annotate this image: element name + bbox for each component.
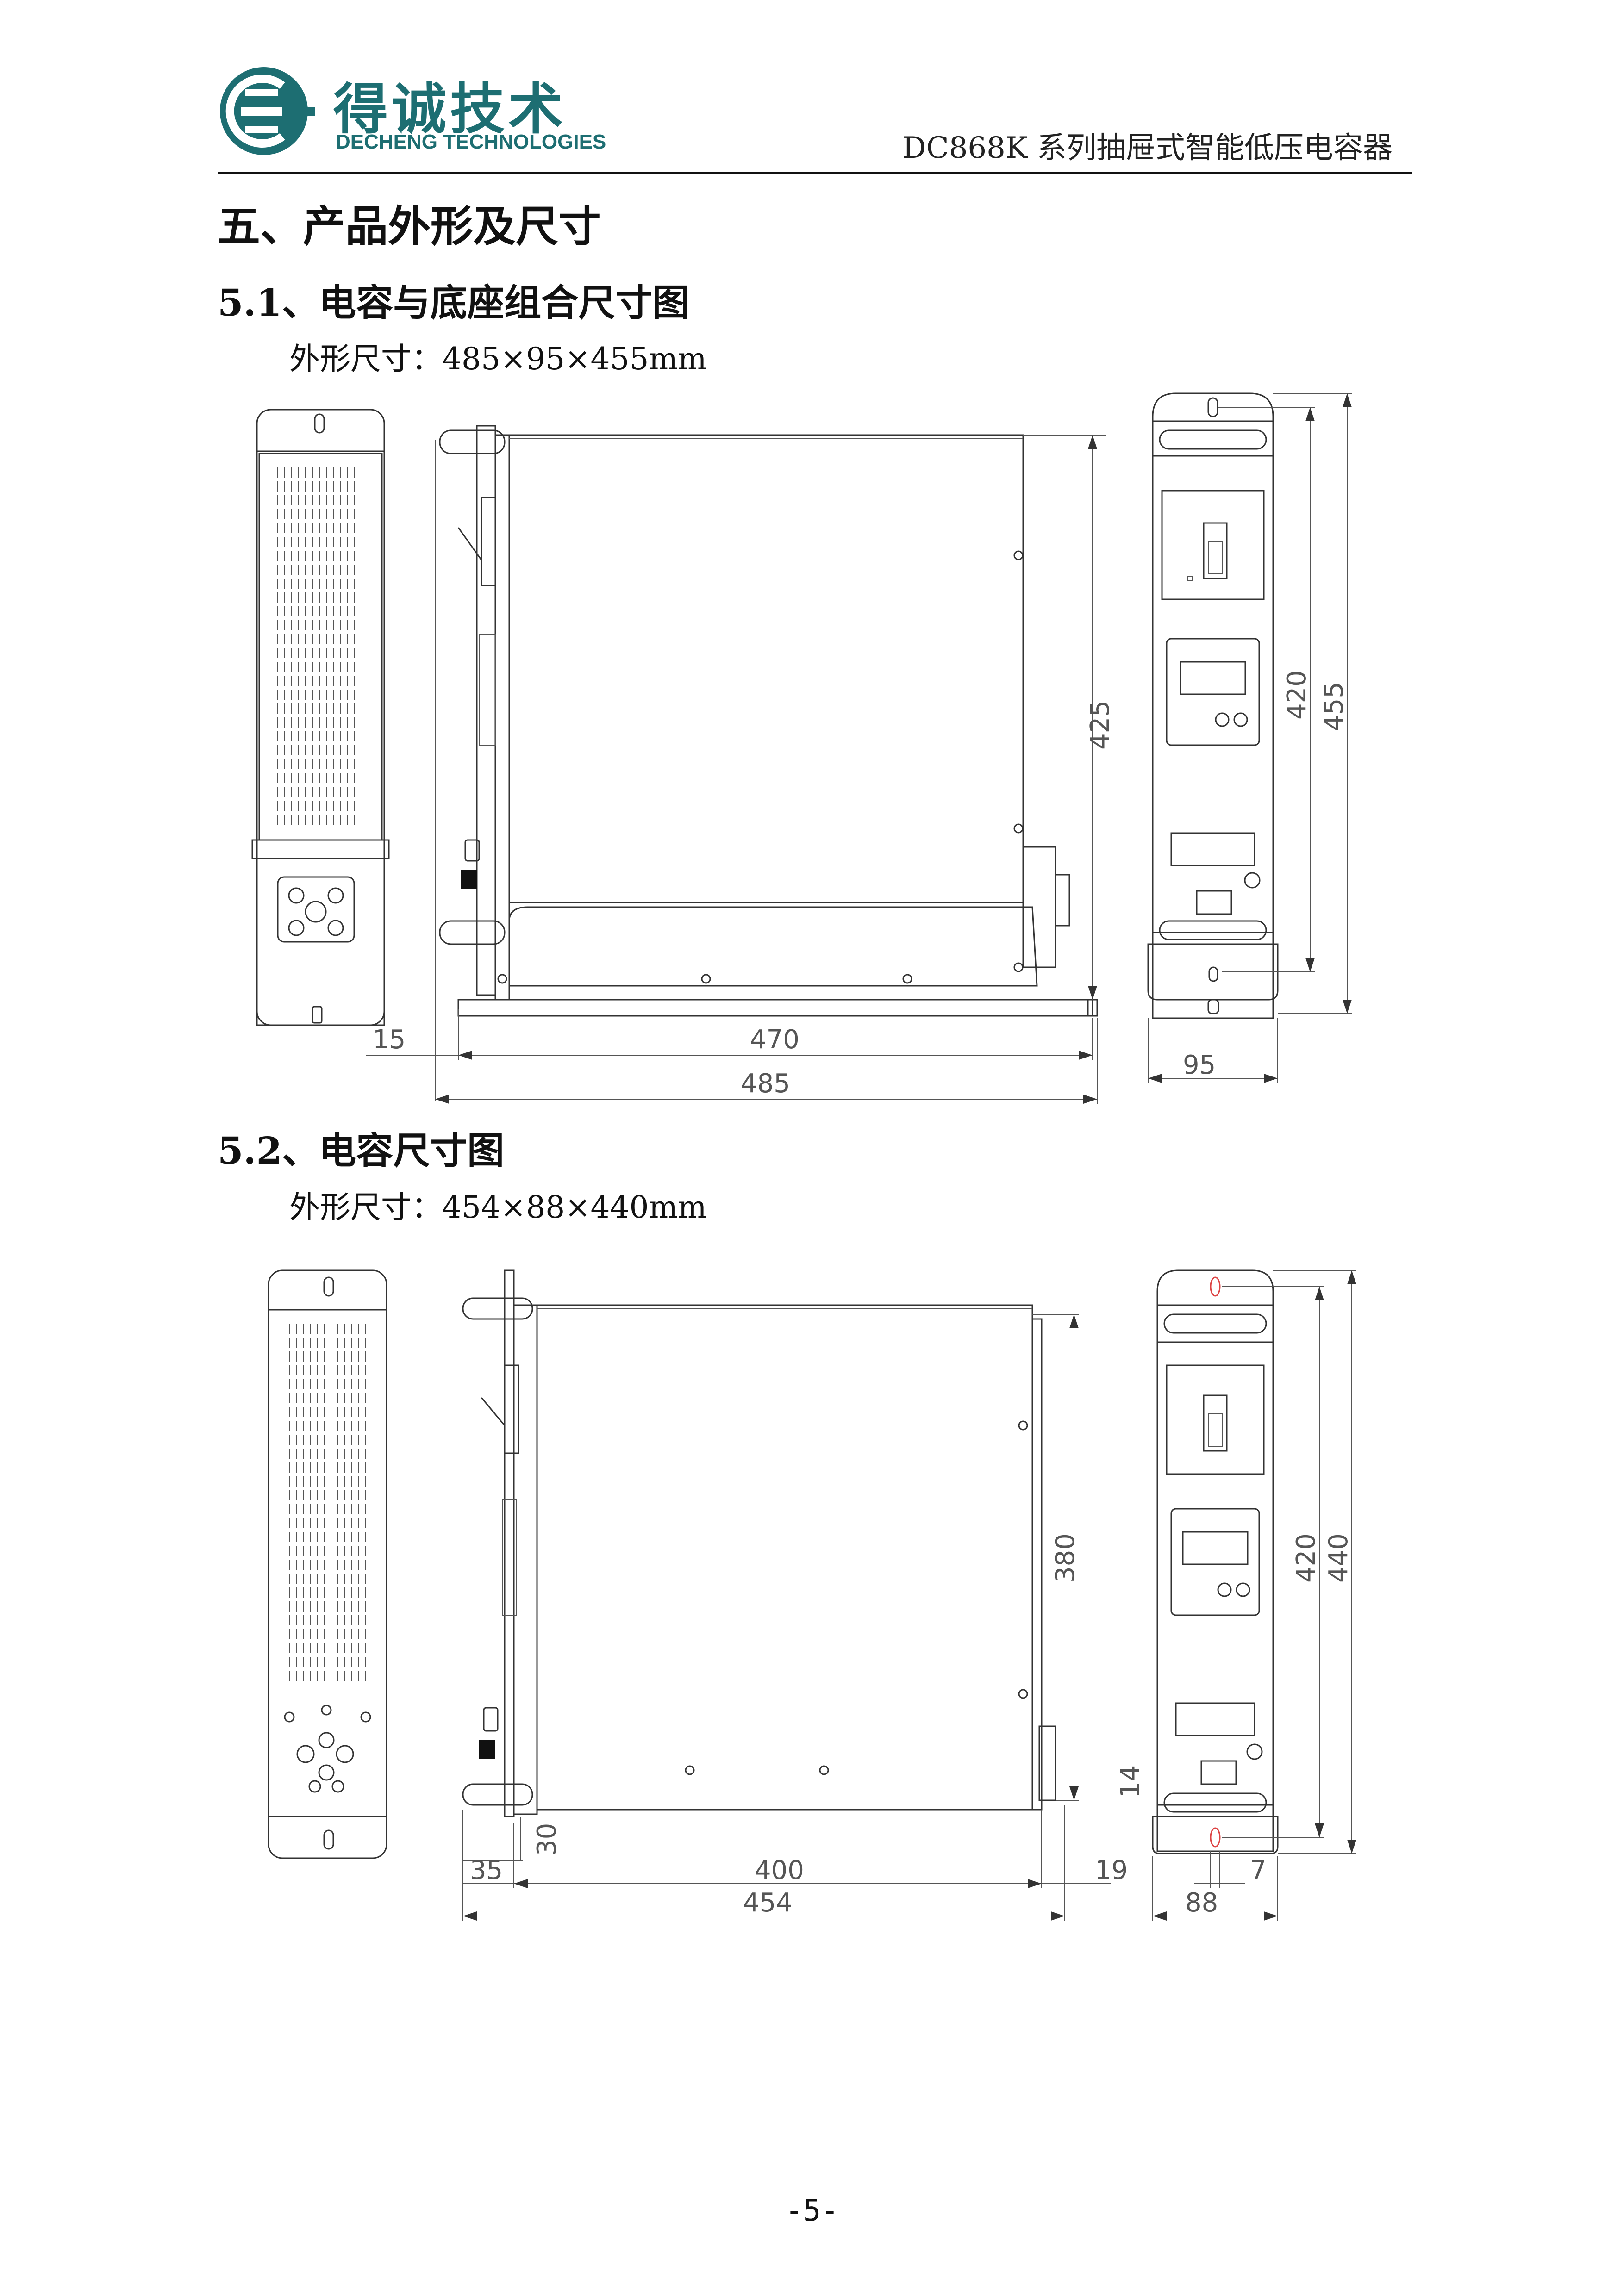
side-view-1 [439,425,1098,1017]
connector-block-2 [284,1705,371,1793]
dim-7-label: 7 [1250,1855,1267,1885]
dim-19-label: 19 [1095,1855,1128,1885]
dim-420-label-2: 420 [1291,1533,1321,1583]
dim-470-label: 470 [750,1025,800,1055]
dimension-labels-2: 35 400 454 88 19 7 30 14 380 420 440 [470,1533,1354,1918]
dim-30-label: 30 [532,1823,562,1856]
dimension-lines-2 [462,1270,1356,1921]
dim-15-label: 15 [373,1025,406,1055]
front-view-1 [251,409,390,1026]
back-view-2 [1152,1269,1279,1854]
dimension-text-2: 外形尺寸：454×88×440mm [289,1189,707,1225]
dimension-text-1: 外形尺寸：485×95×455mm [289,341,707,377]
connector-block-1 [277,876,355,943]
dim-440-label: 440 [1324,1533,1354,1583]
dim-14-label: 14 [1115,1765,1145,1798]
dim-380-label: 380 [1050,1533,1081,1583]
section-title: 五、产品外形及尺寸 [218,201,601,251]
vent-slots-2 [289,1324,366,1685]
dimension-lines-1 [366,393,1352,1104]
logo-mark-icon [220,67,315,155]
dim-95-label: 95 [1183,1050,1216,1080]
subsection-title-1: 5.1、电容与底座组合尺寸图 [218,281,690,324]
dimension-labels-1: 15 470 485 95 425 420 455 [373,670,1349,1099]
dim-400-label: 400 [755,1855,804,1885]
subsection-title-2: 5.2、电容尺寸图 [218,1129,505,1172]
dim-425-label: 425 [1085,700,1115,750]
page-number: -5- [785,2194,839,2228]
dim-454-label: 454 [743,1888,793,1918]
dim-88-label: 88 [1185,1888,1218,1918]
side-view-2 [462,1269,1056,1817]
document-title: DC868K 系列抽屉式智能低压电容器 [902,131,1393,165]
dim-485-label: 485 [741,1069,790,1099]
front-view-2 [268,1269,387,1859]
vent-slots-1 [277,467,355,828]
company-logo: 得诚技术 DECHENG TECHNOLOGIES [218,65,620,157]
logo-title: 得诚技术 [333,77,567,141]
header-divider [218,172,1412,174]
back-view-1 [1147,392,1279,1019]
dim-35-label: 35 [470,1855,503,1885]
dim-455-label: 455 [1319,682,1349,731]
logo-subtitle: DECHENG TECHNOLOGIES [336,131,606,153]
dim-420-label: 420 [1282,670,1312,720]
